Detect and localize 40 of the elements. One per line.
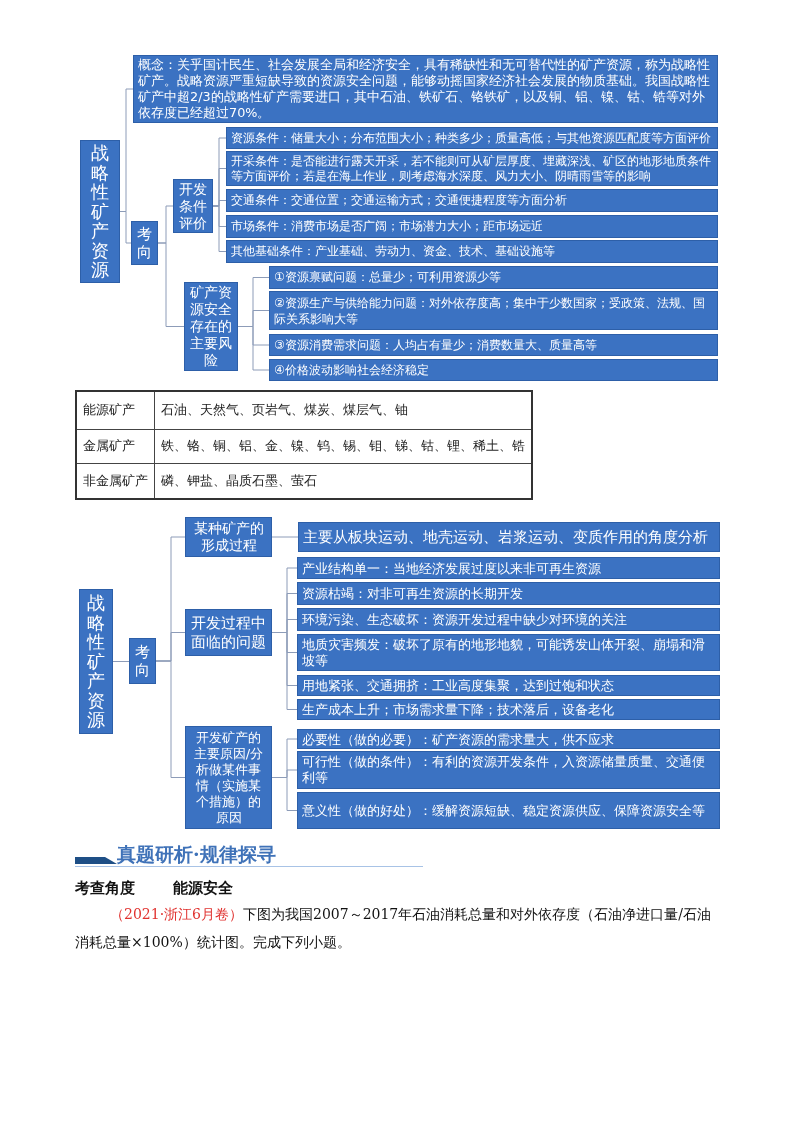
category-box: 开发过程中面临的问题	[185, 609, 272, 656]
category-cell: 能源矿产	[76, 391, 155, 429]
category-box: 某种矿产的形成过程	[185, 517, 272, 557]
content-box: ②资源生产与供给能力问题：对外依存度高；集中于少数国家；受政策、法规、国际关系影响大等	[269, 291, 718, 330]
category-box: 矿产资源安全存在的主要风险	[184, 282, 238, 371]
connector-line	[271, 632, 298, 710]
content-box: ③资源消费需求问题：人均占有量少；消费数量大、质量高等	[269, 334, 718, 356]
connector-line	[112, 661, 130, 662]
category-box: 开发矿产的主要原因/分析做某件事情（实施某个措施）的原因	[185, 726, 272, 829]
content-box: 用地紧张、交通拥挤：工业高度集聚，达到过饱和状态	[297, 675, 720, 696]
category-cell: 金属矿产	[76, 429, 155, 463]
content-box: 可行性（做的条件）：有利的资源开发条件，入资源储量质量、交通便利等	[297, 751, 720, 789]
content-box: 概念：关乎国计民生、社会发展全局和经济安全，具有稀缺性和无可替代性的矿产资源，称为战略性矿产。战略资源严重短缺导致的资源安全问题，能够动摇国家经济社会发展的物质基础。我国战略性矿产中超2/3的战略性矿产需要进口，其中石油、铁矿石、铬铁矿，以及铜、铝、镍、钴、锆等对外依存度已经超过70%。	[133, 55, 718, 123]
content-box: 资源枯竭：对非可再生资源的长期开发	[297, 582, 720, 605]
connector-line	[155, 660, 186, 778]
connector-line	[271, 536, 299, 538]
branch-box: 考向	[131, 221, 158, 265]
content-box: 开采条件：是否能进行露天开采，若不能则可从矿层厚度、埋藏深浅、矿区的地形地质条件等方面评价；若是在海上作业，则考虑海水深度、风力大小、阴晴雨雪等的影响	[226, 151, 718, 186]
topic-box: 战略性矿产资源	[79, 589, 113, 734]
content-box: 主要从板块运动、地壳运动、岩浆运动、变质作用的角度分析	[298, 522, 720, 552]
content-box: 其他基础条件：产业基础、劳动力、资金、技术、基础设施等	[226, 240, 718, 263]
content-box: 资源条件：储量大小；分布范围大小；种类多少；质量高低；与其他资源匹配度等方面评价	[226, 127, 718, 149]
content-box: 交通条件：交通位置；交通运输方式；交通便捷程度等方面分析	[226, 189, 718, 212]
content-box: ①资源禀赋问题：总量少；可利用资源少等	[269, 266, 718, 289]
branch-box: 考向	[129, 638, 156, 684]
section-heading: 真题研析·规律探寻	[117, 844, 276, 865]
content-box: 产业结构单一：当地经济发展过度以来非可再生资源	[297, 557, 720, 579]
content-box: 生产成本上升；市场需求量下降；技术落后，设备老化	[297, 699, 720, 720]
question-text: （2021·浙江6月卷）下图为我国2007～2017年石油消耗总量和对外依存度（石油净进口量/石油消耗总量×100%）统计图。完成下列小题。	[75, 905, 712, 952]
content-box: ④价格波动影响社会经济稳定	[269, 359, 718, 381]
content-box: 市场条件：消费市场是否广阔；市场潜力大小；距市场远近	[226, 215, 718, 238]
content-box: 意义性（做的好处）：缓解资源短缺、稳定资源供应、保障资源安全等	[297, 792, 720, 829]
topic-box: 战略性矿产资源	[80, 140, 120, 283]
connector-line	[157, 242, 185, 327]
content-box: 环境污染、生态破坏：资源开发过程中缺少对环境的关注	[297, 608, 720, 631]
topic-label: 考查角度	[75, 879, 135, 898]
content-box: 地质灾害频发：破坏了原有的地形地貌，可能诱发山体开裂、崩塌和滑坡等	[297, 634, 720, 671]
content-box: 必要性（做的必要）：矿产资源的需求量大，供不应求	[297, 729, 720, 749]
topic-value: 能源安全	[173, 879, 233, 898]
category-box: 开发条件评价	[173, 179, 213, 233]
